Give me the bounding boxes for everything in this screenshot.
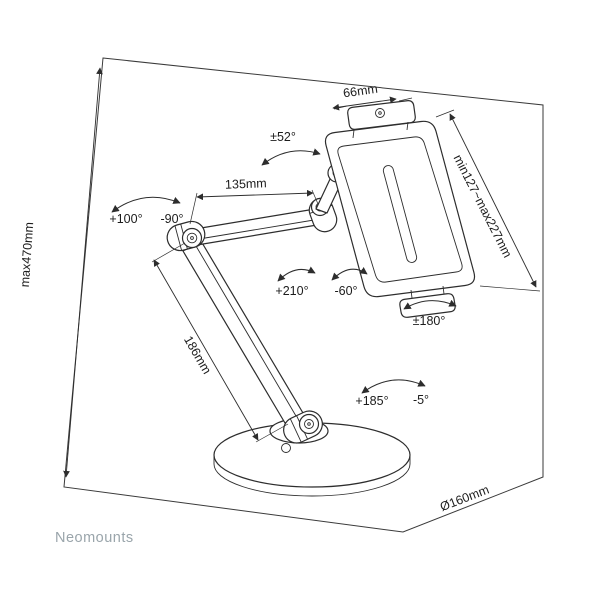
- angle-elbow-pos-label: +210°: [275, 284, 308, 298]
- angle-tilt-label: ±52°: [270, 130, 296, 144]
- angle-rotation-label: ±180°: [413, 314, 446, 328]
- angle-base-neg-label: -5°: [413, 393, 429, 407]
- angle-shoulder: +100° -90°: [109, 196, 184, 226]
- upper-arm: [188, 207, 324, 247]
- holder-center-slot: [382, 165, 418, 263]
- shoulder-joint: [166, 220, 206, 252]
- angle-elbow: +210° -60°: [275, 266, 368, 298]
- dim-max-height-label: max470mm: [18, 222, 37, 288]
- base-screw: [281, 443, 291, 453]
- dim-upper-arm: 135mm: [189, 176, 319, 225]
- angle-base: +185° -5°: [355, 379, 429, 408]
- brand-logo: Neomounts: [55, 530, 134, 546]
- dim-holder-width: 66mm: [332, 82, 413, 111]
- angle-base-pos-label: +185°: [355, 394, 388, 408]
- angle-tilt: ±52°: [261, 130, 321, 166]
- dim-upper-arm-label: 135mm: [225, 176, 267, 191]
- angle-shoulder-pos-label: +100°: [109, 212, 142, 226]
- dim-base-diameter-label: Ø160mm: [438, 483, 491, 514]
- base-joint: [283, 410, 323, 444]
- angle-shoulder-neg-label: -90°: [160, 212, 183, 226]
- dim-line-max-height: [63, 67, 103, 478]
- angle-elbow-neg-label: -60°: [334, 284, 357, 298]
- lower-arm: [182, 240, 304, 424]
- angle-rotation: ±180°: [403, 299, 457, 328]
- dim-holder-width-label: 66mm: [342, 82, 378, 101]
